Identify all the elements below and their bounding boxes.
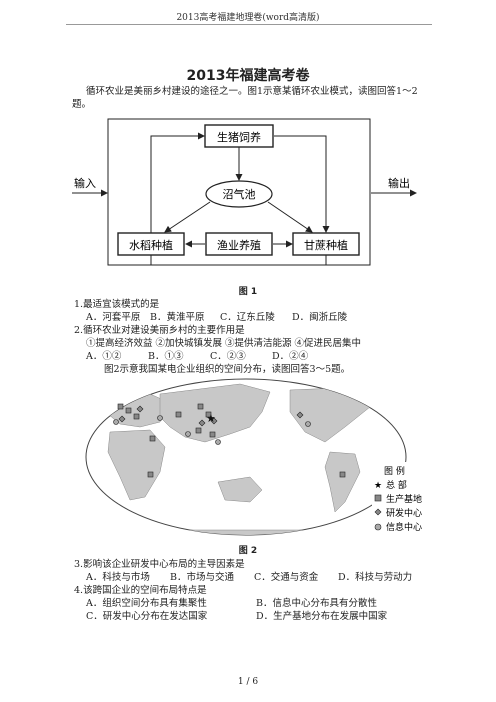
intro-paragraph-2: 图2示意我国某电企业组织的空间分布，读图回答3～5题。 [104,364,351,375]
rice-planting-label: 水稻种植 [129,238,173,252]
headquarters-star-icon: ★ [206,412,216,425]
rnd-center-marker [136,405,144,413]
continent-south-america [324,451,361,513]
outer-frame [107,118,371,266]
fish-farming-box [205,232,273,256]
q2-option-c: C．②③ [210,351,246,362]
production-base-marker [117,403,124,410]
info-center-marker [305,421,311,427]
rnd-center-marker [210,417,218,425]
rnd-center-marker [118,415,126,423]
q4-option-a: A．组织空间分布具有集聚性 [86,598,207,609]
production-base-marker [197,403,204,410]
map-legend-box [372,462,430,534]
legend-production-icon [374,494,382,502]
q2-stem: 2.循环农业对建设美丽乡村的主要作用是 [74,325,245,336]
legend-rnd-icon [374,508,382,516]
rnd-center-marker [198,419,206,427]
output-label: 输出 [388,176,410,190]
continent-antarctica [99,529,401,535]
biogas-pit-label: 沼气池 [223,187,256,201]
production-base-marker [339,471,346,478]
q2-option-d: D．②④ [272,351,309,362]
q4-option-d: D．生产基地分布在发展中国家 [256,611,388,622]
q4-option-c: C．研发中心分布在发达国家 [86,611,208,622]
figure-1-caption: 图 1 [238,287,258,297]
production-base-marker [147,471,154,478]
page-title: 2013年福建高考卷 [186,68,310,84]
q4-stem: 4.该跨国企业的空间布局特点是 [74,585,207,596]
info-center-marker [113,419,119,425]
production-base-marker [209,431,216,438]
q2-items: ①提高经济效益 ②加快城镇发展 ③提供清洁能源 ④促进民居集中 [86,338,362,349]
q3-option-a: A．科技与市场 [86,572,150,583]
pig-farming-label: 生猪饲养 [217,130,261,144]
continent-asia [159,383,271,443]
arrow-rice-to-pig [150,132,205,233]
legend-production-label: 生产基地 [386,493,422,505]
sugarcane-planting-label: 甘蔗种植 [304,238,348,252]
q4-option-b: B．信息中心分布具有分散性 [256,598,377,609]
legend-rnd-label: 研发中心 [386,507,422,519]
figure-2-world-map: ★ 图 例 ★ 总 部 生产基地 研发中心 信息中心 [85,378,430,536]
q3-stem: 3.影响该企业研发中心布局的主导因素是 [74,559,245,570]
production-base-marker [195,427,202,434]
info-center-marker [157,415,163,421]
arrow-biogas-to-rice [164,201,211,233]
intro-paragraph-1: 循环农业是美丽乡村建设的途径之一。图1示意某循环农业模式，读图回答1～2题。 [72,86,418,110]
legend-info-icon [374,523,382,531]
fish-farming-label: 渔业养殖 [217,238,261,252]
q1-option-c: C．辽东丘陵 [220,312,275,323]
q1-stem: 1.最适宜该模式的是 [74,299,160,310]
page-footer: 1 / 6 [237,677,259,687]
q2-option-a: A．①② [86,351,122,362]
continent-australia [217,476,263,503]
legend-hq-label: 总 部 [386,479,407,491]
legend-info-label: 信息中心 [386,521,422,533]
figure-1-diagram: 输入 输出 生猪饲养 沼气池 水稻种植 渔业养殖 甘蔗种植 [72,118,417,266]
rnd-center-marker [296,411,304,419]
q3-option-d: D．科技与劳动力 [338,572,413,583]
info-center-marker [215,439,221,445]
info-center-marker [185,431,191,437]
continent-africa [107,429,166,501]
q2-option-b: B．①③ [148,351,184,362]
production-base-marker [175,411,182,418]
production-base-marker [133,413,140,420]
legend-title: 图 例 [384,465,405,477]
q1-option-a: A．河套平原 [86,312,141,323]
page-header: 2013高考福建地理卷(word高清版) [176,13,320,23]
legend-hq-icon: ★ [374,481,382,491]
q1-option-d: D．闽浙丘陵 [292,312,348,323]
header-rule [66,24,432,25]
q1-option-b: B．黄淮平原 [150,312,205,323]
arrow-pig-to-cane [274,135,330,233]
q3-option-b: B．市场与交通 [170,572,234,583]
input-label: 输入 [74,176,96,190]
production-base-marker [149,435,156,442]
q3-option-c: C．交通与资金 [254,572,319,583]
biogas-pit-node [205,180,273,208]
arrow-biogas-to-cane [267,201,313,233]
production-base-marker [125,407,132,414]
production-base-marker [205,411,212,418]
figure-2-caption: 图 2 [238,546,258,556]
